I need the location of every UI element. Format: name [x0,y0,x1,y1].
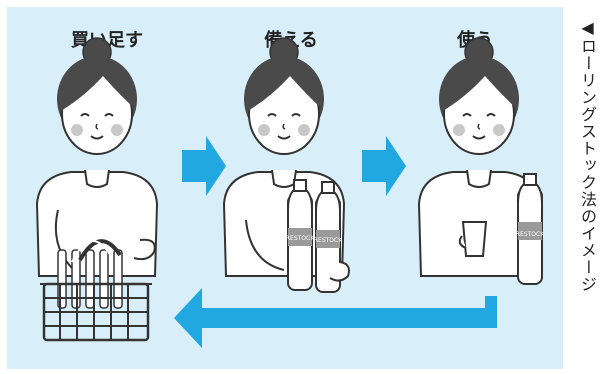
person-prepare-illustration: RESTOCK RESTOCK [223,37,350,293]
bottle-label-1: RESTOCK [286,235,315,242]
arrow-right-icon [182,136,226,196]
person-buy-illustration [36,37,158,342]
return-arrow-icon [174,288,497,348]
arrow-right-icon [362,136,406,196]
shopping-basket-icon [40,239,152,342]
bottle-label-2: RESTOCK [314,237,343,244]
side-caption: ◀ローリングストック法のイメージ [578,18,597,293]
person-use-illustration: RESTOCK [418,37,545,285]
bottle-label-3: RESTOCK [516,231,545,238]
glass-icon [458,221,488,257]
